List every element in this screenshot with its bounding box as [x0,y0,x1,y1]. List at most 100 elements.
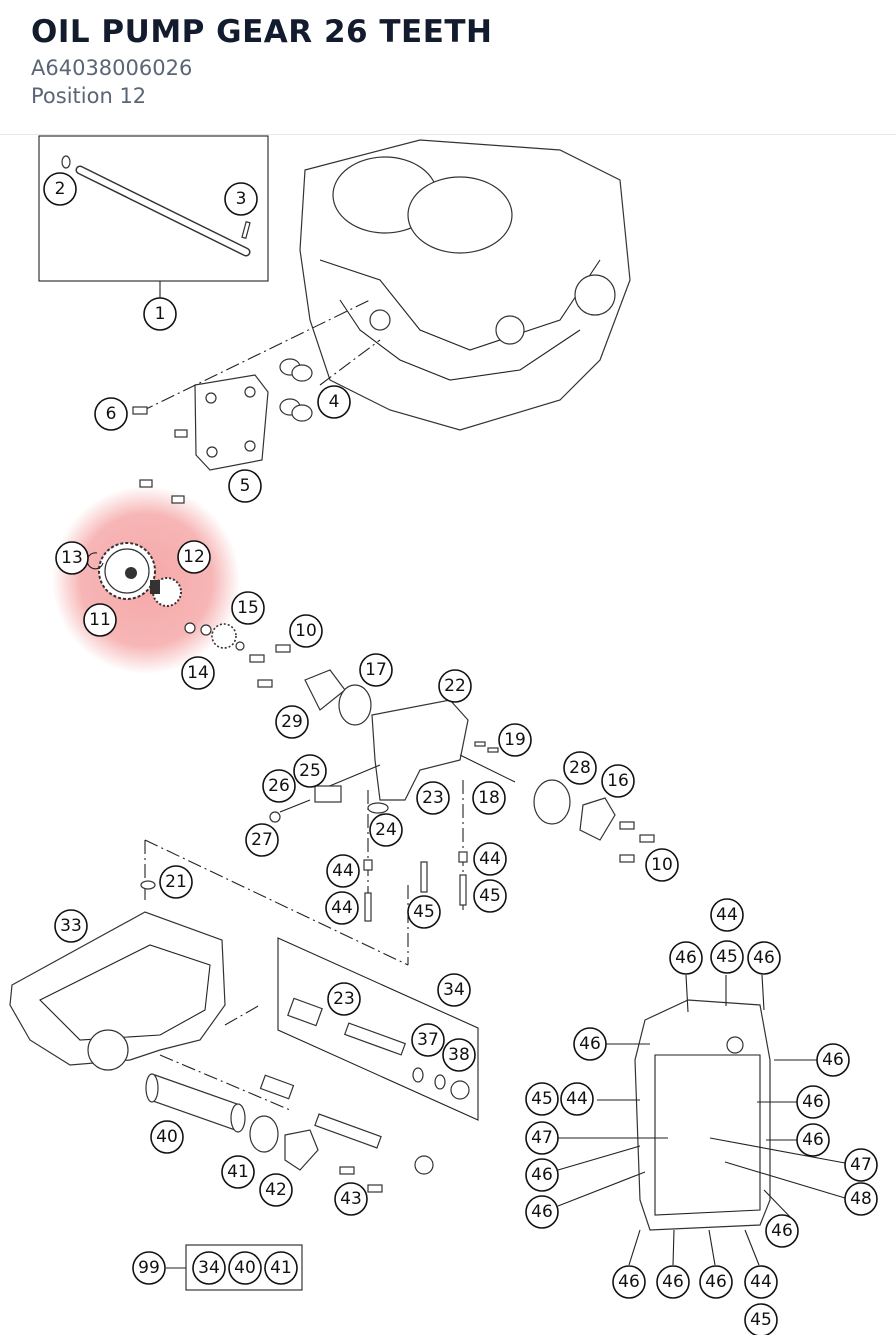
callout-circle [525,1082,559,1116]
callout-16[interactable]: 16 [601,764,635,798]
callout-label: 46 [802,1130,824,1150]
oil-pan [9,880,226,1071]
callout-circle [262,769,296,803]
callout-circle [221,1155,255,1189]
callout-46[interactable]: 46 [765,1214,799,1248]
callout-34[interactable]: 34 [192,1251,226,1285]
callout-37[interactable]: 37 [411,1023,445,1057]
callout-43[interactable]: 43 [334,1182,368,1216]
callout-label: 46 [531,1165,553,1185]
engine-block [299,139,631,431]
callout-47[interactable]: 47 [844,1148,878,1182]
callout-45[interactable]: 45 [525,1082,559,1116]
callout-label: 16 [607,771,629,791]
callout-5[interactable]: 5 [228,469,262,503]
callout-46[interactable]: 46 [796,1085,830,1119]
callout-46[interactable]: 46 [525,1158,559,1192]
callout-label: 38 [448,1045,470,1065]
callout-19[interactable]: 19 [498,723,532,757]
callout-circle [442,1038,476,1072]
callout-14[interactable]: 14 [181,656,215,690]
callout-27[interactable]: 27 [245,823,279,857]
callout-44[interactable]: 44 [325,891,359,925]
callout-circle [744,1265,778,1299]
callout-label: 29 [281,712,303,732]
callout-46[interactable]: 46 [796,1123,830,1157]
oil-cooler [194,374,269,471]
callout-circle [181,656,215,690]
callout-10[interactable]: 10 [289,614,323,648]
callout-circle [796,1085,830,1119]
callout-40[interactable]: 40 [150,1120,184,1154]
callout-41[interactable]: 41 [264,1251,298,1285]
callout-label: 46 [705,1272,727,1292]
callout-6[interactable]: 6 [94,397,128,431]
part-position: Position 12 [31,84,147,108]
callout-44[interactable]: 44 [710,898,744,932]
callout-11[interactable]: 11 [83,603,117,637]
callout-circle [563,751,597,785]
callout-46[interactable]: 46 [669,941,703,975]
callout-46[interactable]: 46 [747,941,781,975]
callout-46[interactable]: 46 [816,1043,850,1077]
oil-pump-housing [269,669,655,863]
callout-46[interactable]: 46 [656,1265,690,1299]
callout-10[interactable]: 10 [645,848,679,882]
callout-48[interactable]: 48 [844,1182,878,1216]
callout-circle [601,764,635,798]
callout-18[interactable]: 18 [472,781,506,815]
callout-26[interactable]: 26 [262,769,296,803]
callout-42[interactable]: 42 [259,1173,293,1207]
callout-24[interactable]: 24 [369,813,403,847]
callout-label: 44 [566,1089,588,1109]
callout-45[interactable]: 45 [710,940,744,974]
callout-40[interactable]: 40 [228,1251,262,1285]
callout-23[interactable]: 23 [327,982,361,1016]
callout-23[interactable]: 23 [416,781,450,815]
callout-46[interactable]: 46 [612,1265,646,1299]
callout-label: 26 [268,776,290,796]
callout-circle [472,781,506,815]
callout-22[interactable]: 22 [438,669,472,703]
callout-circle [228,469,262,503]
callout-34[interactable]: 34 [437,973,471,1007]
callout-44[interactable]: 44 [473,842,507,876]
callout-12[interactable]: 12 [177,540,211,574]
callout-21[interactable]: 21 [159,865,193,899]
callout-3[interactable]: 3 [224,182,258,216]
callout-label: 37 [417,1030,439,1050]
callout-44[interactable]: 44 [560,1082,594,1116]
callout-29[interactable]: 29 [275,705,309,739]
callout-1[interactable]: 1 [143,297,177,331]
callout-28[interactable]: 28 [563,751,597,785]
callout-45[interactable]: 45 [473,879,507,913]
callout-47[interactable]: 47 [525,1121,559,1155]
shaft-group-box [38,135,269,282]
part-title: OIL PUMP GEAR 26 TEETH [31,14,493,50]
callout-circle [656,1265,690,1299]
callout-46[interactable]: 46 [525,1195,559,1229]
callout-44[interactable]: 44 [744,1265,778,1299]
callout-label: 34 [198,1258,220,1278]
callout-44[interactable]: 44 [326,854,360,888]
callout-label: 47 [850,1155,872,1175]
callout-15[interactable]: 15 [231,591,265,625]
callout-45[interactable]: 45 [744,1303,778,1335]
callout-38[interactable]: 38 [442,1038,476,1072]
callout-circle [334,1182,368,1216]
callout-circle [94,397,128,431]
callout-13[interactable]: 13 [55,541,89,575]
callout-33[interactable]: 33 [54,909,88,943]
callout-99[interactable]: 99 [132,1251,166,1285]
callout-46[interactable]: 46 [699,1265,733,1299]
callout-2[interactable]: 2 [43,172,77,206]
callout-46[interactable]: 46 [573,1027,607,1061]
callout-41[interactable]: 41 [221,1155,255,1189]
callout-4[interactable]: 4 [317,385,351,419]
callout-17[interactable]: 17 [359,653,393,687]
callout-label: 10 [295,621,317,641]
callout-45[interactable]: 45 [407,895,441,929]
callout-label: 25 [299,761,321,781]
callout-25[interactable]: 25 [293,754,327,788]
